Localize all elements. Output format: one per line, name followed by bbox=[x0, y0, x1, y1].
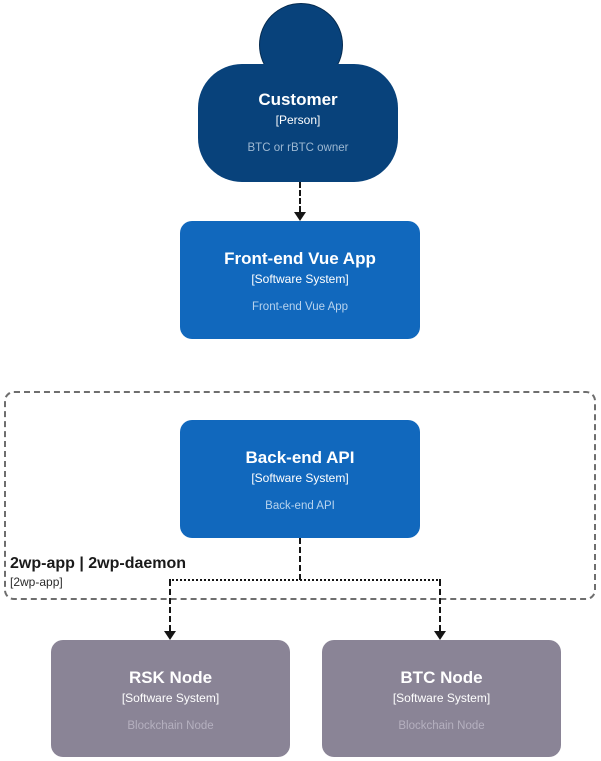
backend-node-type: [Software System] bbox=[251, 470, 349, 485]
person-node-customer: Customer [Person] BTC or rBTC owner bbox=[198, 64, 398, 182]
backend-node-description: Back-end API bbox=[265, 499, 335, 512]
btc-node-title: BTC Node bbox=[400, 668, 483, 687]
frontend-node-title: Front-end Vue App bbox=[224, 249, 376, 268]
frontend-node-type: [Software System] bbox=[251, 271, 349, 286]
boundary-title: 2wp-app | 2wp-daemon bbox=[10, 555, 187, 572]
customer-node-title: Customer bbox=[258, 90, 338, 109]
edge-backend-stem bbox=[299, 538, 301, 580]
boundary-2wp-app bbox=[4, 391, 596, 600]
system-node-rsk: RSK Node [Software System] Blockchain No… bbox=[51, 640, 290, 757]
boundary-subtitle: [2wp-app] bbox=[10, 575, 63, 589]
rsk-node-description: Blockchain Node bbox=[127, 719, 214, 732]
btc-node-description: Blockchain Node bbox=[398, 719, 485, 732]
rsk-node-type: [Software System] bbox=[121, 690, 220, 705]
btc-node-type: [Software System] bbox=[392, 690, 491, 705]
backend-node-title: Back-end API bbox=[245, 448, 355, 467]
edge-backend-to-rsk bbox=[169, 580, 171, 631]
arrowhead-btc-icon bbox=[434, 631, 446, 640]
arrowhead-rsk-icon bbox=[164, 631, 176, 640]
customer-node-description: BTC or rBTC owner bbox=[247, 141, 349, 154]
boundary-label: 2wp-app | 2wp-daemon [2wp-app] bbox=[10, 554, 186, 589]
system-node-backend: Back-end API [Software System] Back-end … bbox=[180, 420, 420, 538]
edge-backend-split bbox=[169, 579, 441, 581]
frontend-node-description: Front-end Vue App bbox=[251, 300, 349, 313]
system-node-btc: BTC Node [Software System] Blockchain No… bbox=[322, 640, 561, 757]
customer-node-type: [Person] bbox=[275, 112, 321, 127]
edge-customer-to-frontend bbox=[299, 182, 301, 212]
rsk-node-title: RSK Node bbox=[128, 668, 213, 687]
edge-backend-to-btc bbox=[439, 580, 441, 631]
system-node-frontend: Front-end Vue App [Software System] Fron… bbox=[180, 221, 420, 339]
arrowhead-frontend-icon bbox=[294, 212, 306, 221]
